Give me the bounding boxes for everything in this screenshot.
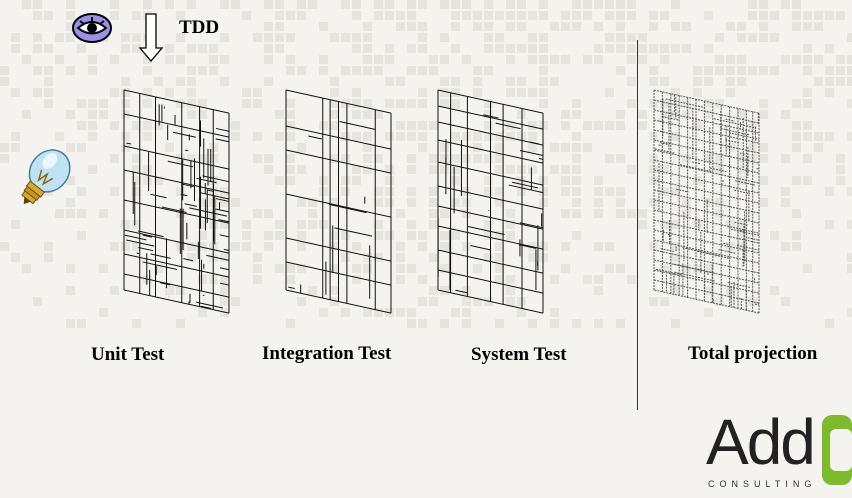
integration-test-grid (285, 89, 392, 314)
integration-test-label: Integration Test (262, 343, 392, 364)
logo-subtitle: CONSULTING (708, 479, 817, 489)
eye-icon (72, 13, 112, 43)
total-projection-grid (653, 89, 760, 314)
logo-mark (822, 415, 852, 485)
unit-test-label: Unit Test (91, 344, 165, 365)
system-test-label: System Test (471, 344, 567, 365)
system-test-grid (437, 89, 544, 314)
down-arrow-icon (138, 13, 164, 63)
unit-test-grid (123, 89, 230, 314)
lightbulb-icon (21, 149, 71, 205)
logo-brand: Add (706, 406, 816, 478)
tdd-label: TDD (179, 17, 220, 38)
total-projection-label: Total projection (688, 343, 818, 364)
divider-line (637, 40, 638, 410)
